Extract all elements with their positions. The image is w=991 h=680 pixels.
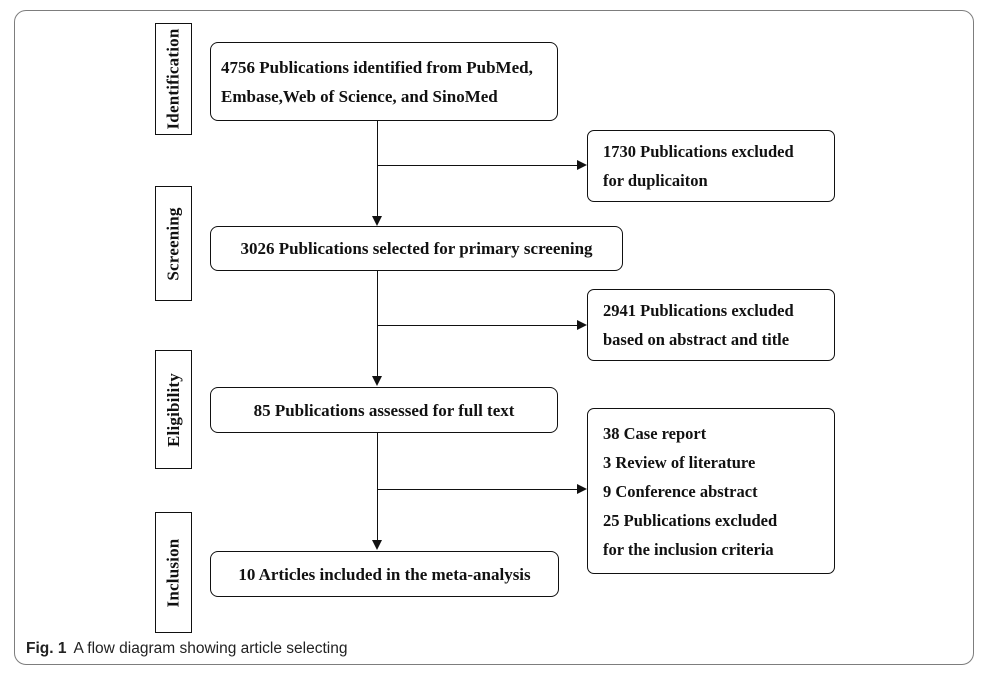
flow-box-identified-line2: Embase,Web of Science, and SinoMed [221,86,498,106]
exclusion-box-abstract-title: 2941 Publications excluded based on abst… [587,289,835,361]
exclusion-full-text-line1: 38 Case report [603,423,707,443]
figure-caption-text: A flow diagram showing article selecting [73,640,348,657]
connector-to-abstract-title-exclusion [378,325,577,326]
connector-to-full-text-exclusion [378,489,577,490]
stage-label-eligibility-text: Eligibility [163,372,183,447]
exclusion-duplicates-line1: 1730 Publications excluded [603,142,794,161]
arrowhead-down-icon [372,376,383,386]
flow-box-assessed: 85 Publications assessed for full text [210,387,558,433]
flow-box-screened-line1: 3026 Publications selected for primary s… [240,239,593,258]
exclusion-duplicates-line2: for duplicaiton [603,171,708,190]
stage-label-eligibility: Eligibility [155,350,192,469]
connector-identified-to-screened [377,121,378,217]
exclusion-full-text-line4: 25 Publications excluded [603,510,778,530]
arrowhead-right-icon [577,320,587,331]
arrowhead-down-icon [372,540,383,550]
stage-label-screening-text: Screening [163,206,183,281]
stage-label-inclusion-text: Inclusion [163,538,183,607]
stage-label-screening: Screening [155,186,192,301]
flow-box-assessed-line1: 85 Publications assessed for full text [253,400,515,420]
exclusion-full-text-line3: 9 Conference abstract [603,481,758,501]
flow-box-included-line1: 10 Articles included in the meta-analysi… [238,564,531,584]
flow-box-included: 10 Articles included in the meta-analysi… [210,551,559,597]
connector-screened-to-assessed [377,270,378,377]
exclusion-abstract-title-line2: based on abstract and title [603,330,790,349]
flow-box-screened: 3026 Publications selected for primary s… [210,226,623,271]
exclusion-box-full-text: 38 Case report 3 Review of literature 9 … [587,408,835,574]
stage-label-identification: Identification [155,23,192,135]
figure-caption-label: Fig. 1 [26,640,67,657]
figure-caption: Fig. 1 A flow diagram showing article sel… [26,640,347,658]
connector-assessed-to-included [377,432,378,541]
exclusion-abstract-title-line1: 2941 Publications excluded [603,301,794,320]
arrowhead-down-icon [372,216,383,226]
exclusion-full-text-line2: 3 Review of literature [603,452,756,472]
stage-label-inclusion: Inclusion [155,512,192,633]
flow-box-identified: 4756 Publications identified from PubMed… [210,42,558,121]
exclusion-box-duplicates: 1730 Publications excluded for duplicait… [587,130,835,202]
flow-box-identified-line1: 4756 Publications identified from PubMed… [221,57,533,77]
arrowhead-right-icon [577,484,587,495]
connector-to-duplicates-exclusion [378,165,577,166]
stage-label-identification-text: Identification [163,28,183,130]
arrowhead-right-icon [577,160,587,171]
exclusion-full-text-line5: for the inclusion criteria [603,539,774,559]
